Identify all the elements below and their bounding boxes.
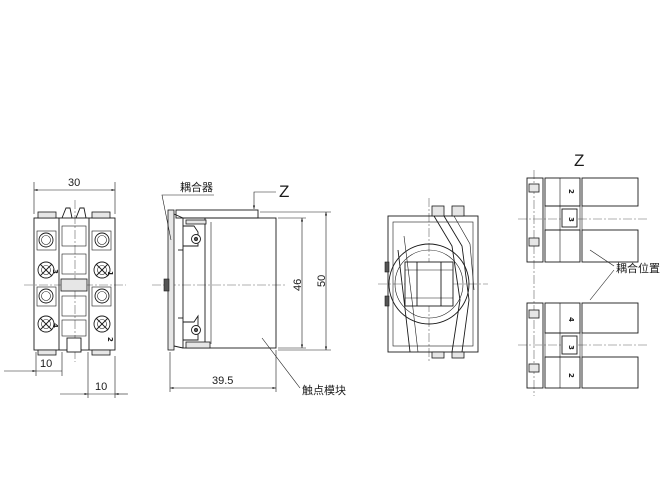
terminal-number: 3 — [51, 269, 59, 274]
lower-bracket — [183, 314, 199, 341]
actuator-ring — [388, 243, 470, 325]
dimension-inner-height-label: 46 — [292, 279, 304, 291]
front-bottom-latch — [66, 337, 82, 353]
terminal-number: 2 — [106, 337, 114, 342]
dimension-offset-left-label: 10 — [40, 358, 52, 370]
terminal-screw-icon — [93, 261, 111, 279]
front-top-tab-left — [37, 211, 57, 219]
terminal-number: 3 — [567, 345, 575, 350]
back-top-clip — [451, 205, 465, 217]
z-view-title: Z — [574, 151, 584, 170]
dimension-offset-bottom: 10 — [60, 352, 128, 398]
contact-module-box — [581, 229, 639, 263]
dimension-offset-bottom-label: 10 — [95, 381, 107, 393]
coupling-position-label: 耦合位置 — [616, 261, 660, 275]
dimension-depth: 39.5 — [169, 350, 277, 392]
terminal-number: 2 — [567, 189, 575, 194]
coupler-leader — [161, 194, 214, 241]
terminal-screw-icon — [37, 315, 55, 333]
contact-module-box — [581, 302, 639, 334]
spring-band — [433, 215, 461, 353]
z-view: Z 2 3 — [518, 151, 660, 396]
coupler-clip-right — [75, 207, 87, 219]
dimension-outer-height: 50 — [260, 211, 331, 351]
terminal-hole — [91, 286, 112, 307]
side-top-rail — [175, 209, 259, 219]
view-arrow-label: Z — [279, 182, 289, 201]
coupler-pin — [163, 278, 170, 292]
contact-module-box — [581, 356, 639, 389]
dimension-width-label: 30 — [68, 177, 80, 189]
terminal-number: 2 — [567, 373, 575, 378]
dimension-depth-label: 39.5 — [212, 375, 233, 387]
terminal-hole — [91, 230, 112, 251]
back-top-clip — [431, 205, 445, 217]
upper-bracket — [183, 225, 199, 247]
front-view: 3 1 4 2 30 10 10 — [4, 177, 128, 398]
coupling-position-leader — [589, 269, 615, 301]
contact-module-leader — [261, 337, 301, 389]
terminal-screw-icon — [37, 261, 55, 279]
terminal-number: 1 — [106, 271, 114, 276]
actuator-plate — [404, 261, 454, 307]
lower-contact-group: 4 3 2 — [526, 302, 639, 389]
side-view: 耦合器 Z 46 50 39.5 触点模块 — [152, 180, 346, 397]
back-view — [378, 198, 488, 362]
dimension-width: 30 — [33, 177, 116, 214]
view-arrow-icon — [252, 191, 276, 209]
terminal-hole — [36, 230, 57, 251]
terminal-number: 4 — [51, 323, 59, 328]
coupler-clip-left — [61, 207, 73, 219]
coupling-position-leader — [589, 249, 615, 267]
spring-band — [397, 249, 411, 353]
terminal-screw-icon — [93, 315, 111, 333]
center-coupling-band — [60, 278, 88, 292]
contact-module-box — [581, 177, 639, 207]
terminal-number: 4 — [567, 317, 575, 322]
dimension-offset-left: 10 — [4, 352, 63, 376]
dimension-outer-height-label: 50 — [316, 275, 328, 287]
contact-module-label: 触点模块 — [302, 383, 346, 397]
front-top-tab-right — [91, 211, 111, 219]
terminal-hole — [36, 286, 57, 307]
spring-band — [443, 215, 470, 353]
terminal-number: 3 — [567, 217, 575, 222]
upper-contact-group: 2 3 — [526, 177, 639, 263]
dimension-inner-height: 46 — [278, 217, 306, 349]
coupler-label: 耦合器 — [180, 180, 213, 194]
